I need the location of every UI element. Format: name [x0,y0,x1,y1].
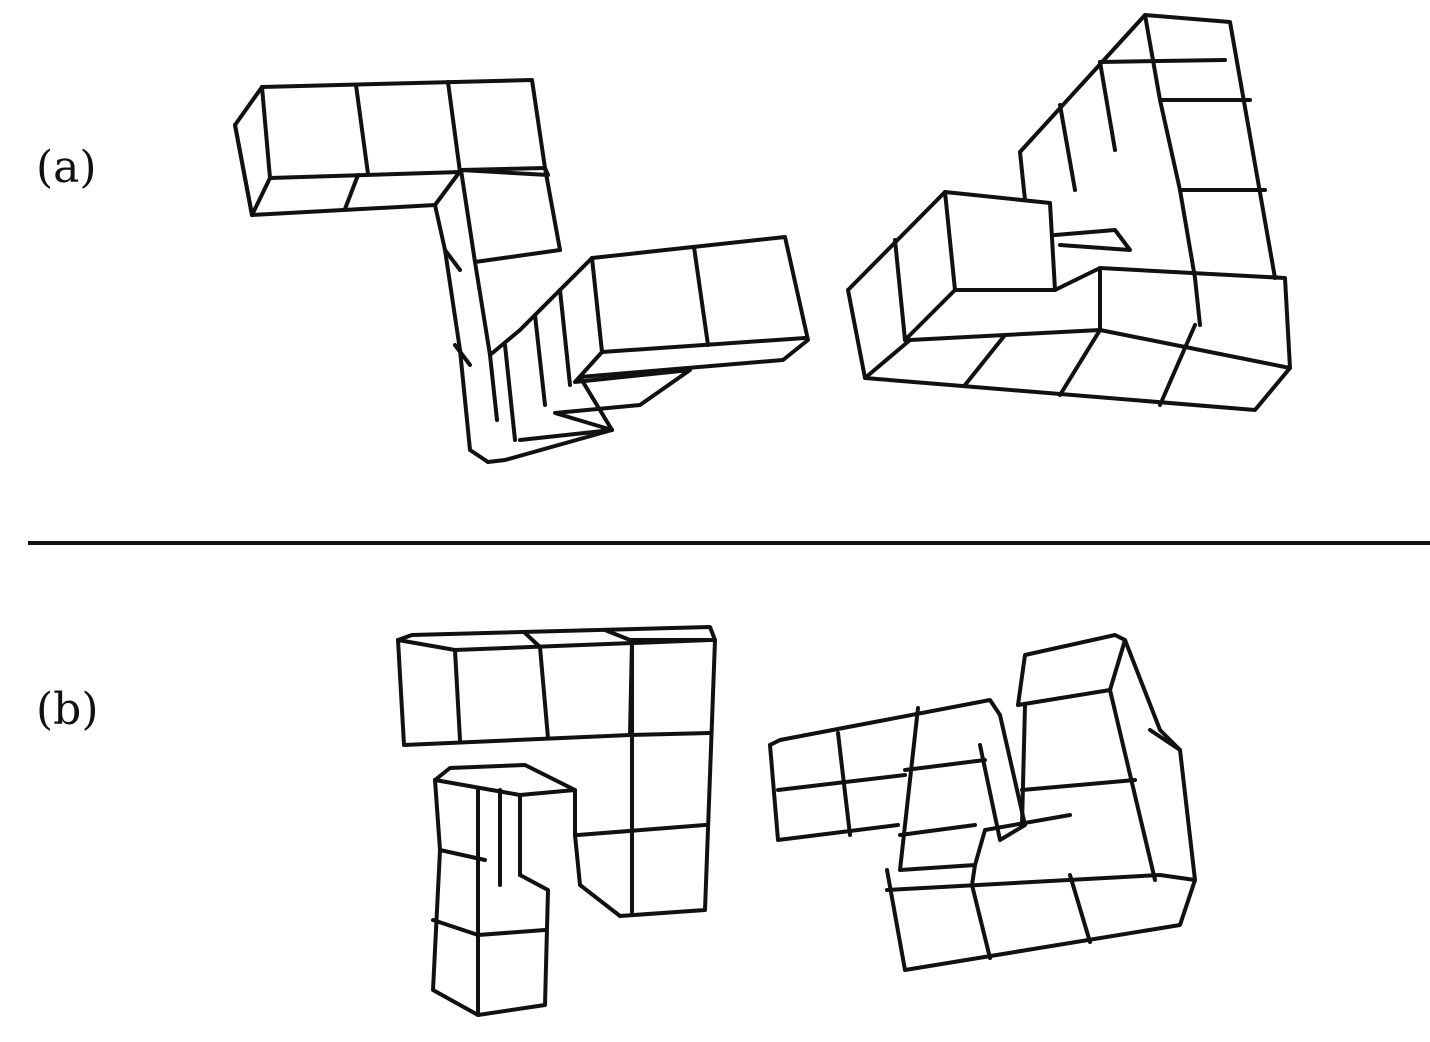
b-right-tower [1016,638,1127,707]
a-right-tower-col-1 [1098,60,1117,152]
b-right-arm-div-2 [776,773,907,792]
a-left-bottom-divider-2 [558,288,572,387]
a-left-column-side-2 [453,343,472,367]
b-left-lower-top [433,763,577,837]
a-right-bottom-div-3 [1158,323,1197,407]
a-left-column-right [543,166,562,252]
a-left-cube-divider-3 [343,173,360,211]
a-left-column-side-1 [443,248,462,272]
b-right-tower-row-2 [1020,703,1027,827]
a-left-cube-divider-2 [446,80,462,174]
b-right-arm-outline [768,698,1027,842]
b-left-top-bar-top [396,638,462,742]
a-left-top-bar-outline [233,78,550,217]
b-right-right-edge [1158,873,1197,882]
b-right-tower-col [1148,728,1182,752]
a-right-bottom-div-2 [1058,328,1102,397]
a-left-column-divider-2 [473,248,562,264]
b-right-bottom-div-3 [970,863,977,887]
b-right-main-outline [885,633,1197,972]
panel-a-label: (a) [36,142,97,193]
a-right-tower-inner [1143,13,1197,280]
panel-b-left-block-figure [396,625,717,1017]
a-right-tower-col-3 [1018,150,1027,202]
panel-b-right-block-figure [768,633,1197,972]
a-right-tower-col-2 [1058,103,1077,192]
b-left-lower-block [431,778,550,1017]
a-left-top-bar-edge-2 [250,176,272,217]
a-left-bottom-steps [553,350,692,432]
b-right-mid-row-1 [903,758,987,772]
b-left-lower-slant [518,788,577,797]
b-left-top-div-2 [523,631,542,649]
a-left-bottom-divider-1 [692,245,710,347]
a-left-bottom-step-edge [518,428,614,442]
a-right-bottom-back [1098,328,1292,370]
b-left-lower-row-1 [438,848,487,862]
a-left-bottom-bar-outline [486,235,810,464]
a-left-column-divider-3 [488,328,522,357]
b-left-top-div-1 [538,645,550,740]
a-left-bottom-divider-4 [503,343,517,442]
panel-a-left-block-figure [233,78,810,464]
a-right-bottom-front [903,288,957,342]
a-left-bottom-divider-3 [533,313,547,407]
a-right-col-4 [1193,276,1202,327]
b-right-bottom-div-2 [1068,873,1092,944]
b-left-top-bar-top-2 [453,638,712,652]
a-right-left-cube [893,238,907,342]
a-left-top-bar-edge [233,123,254,217]
b-left-top-div-3 [603,628,632,642]
b-left-right-row-1 [630,731,712,737]
b-right-tower-right [1108,688,1157,882]
a-left-column-outline [433,203,490,464]
a-left-column-divider-1 [459,166,547,172]
b-left-top-bar-outline [396,625,717,918]
b-right-bottom-top [885,873,1162,892]
a-right-inner-notch [1053,228,1132,252]
a-right-tower-row-1 [1098,58,1227,64]
b-left-lower-row-3 [476,928,547,937]
b-right-arm-front [768,743,900,842]
b-right-tower-row-1 [1020,778,1137,792]
b-right-bottom-div-1 [970,883,992,960]
b-left-lower-top-edge [433,778,522,797]
a-right-front-cube [943,190,1057,292]
panel-divider [28,541,1430,545]
a-left-column-front [459,168,499,422]
b-left-right-row-2 [576,823,707,837]
b-left-top-bar [396,638,717,747]
panel-a-right-block-figure [846,13,1292,412]
a-right-bottom-div-1 [963,333,1007,387]
a-right-tower [1018,13,1277,280]
b-left-lower-row-2 [431,918,480,937]
panel-b-label: (b) [36,684,99,735]
b-right-mid-row-2 [898,823,977,837]
a-left-cube-divider-1 [354,83,370,176]
